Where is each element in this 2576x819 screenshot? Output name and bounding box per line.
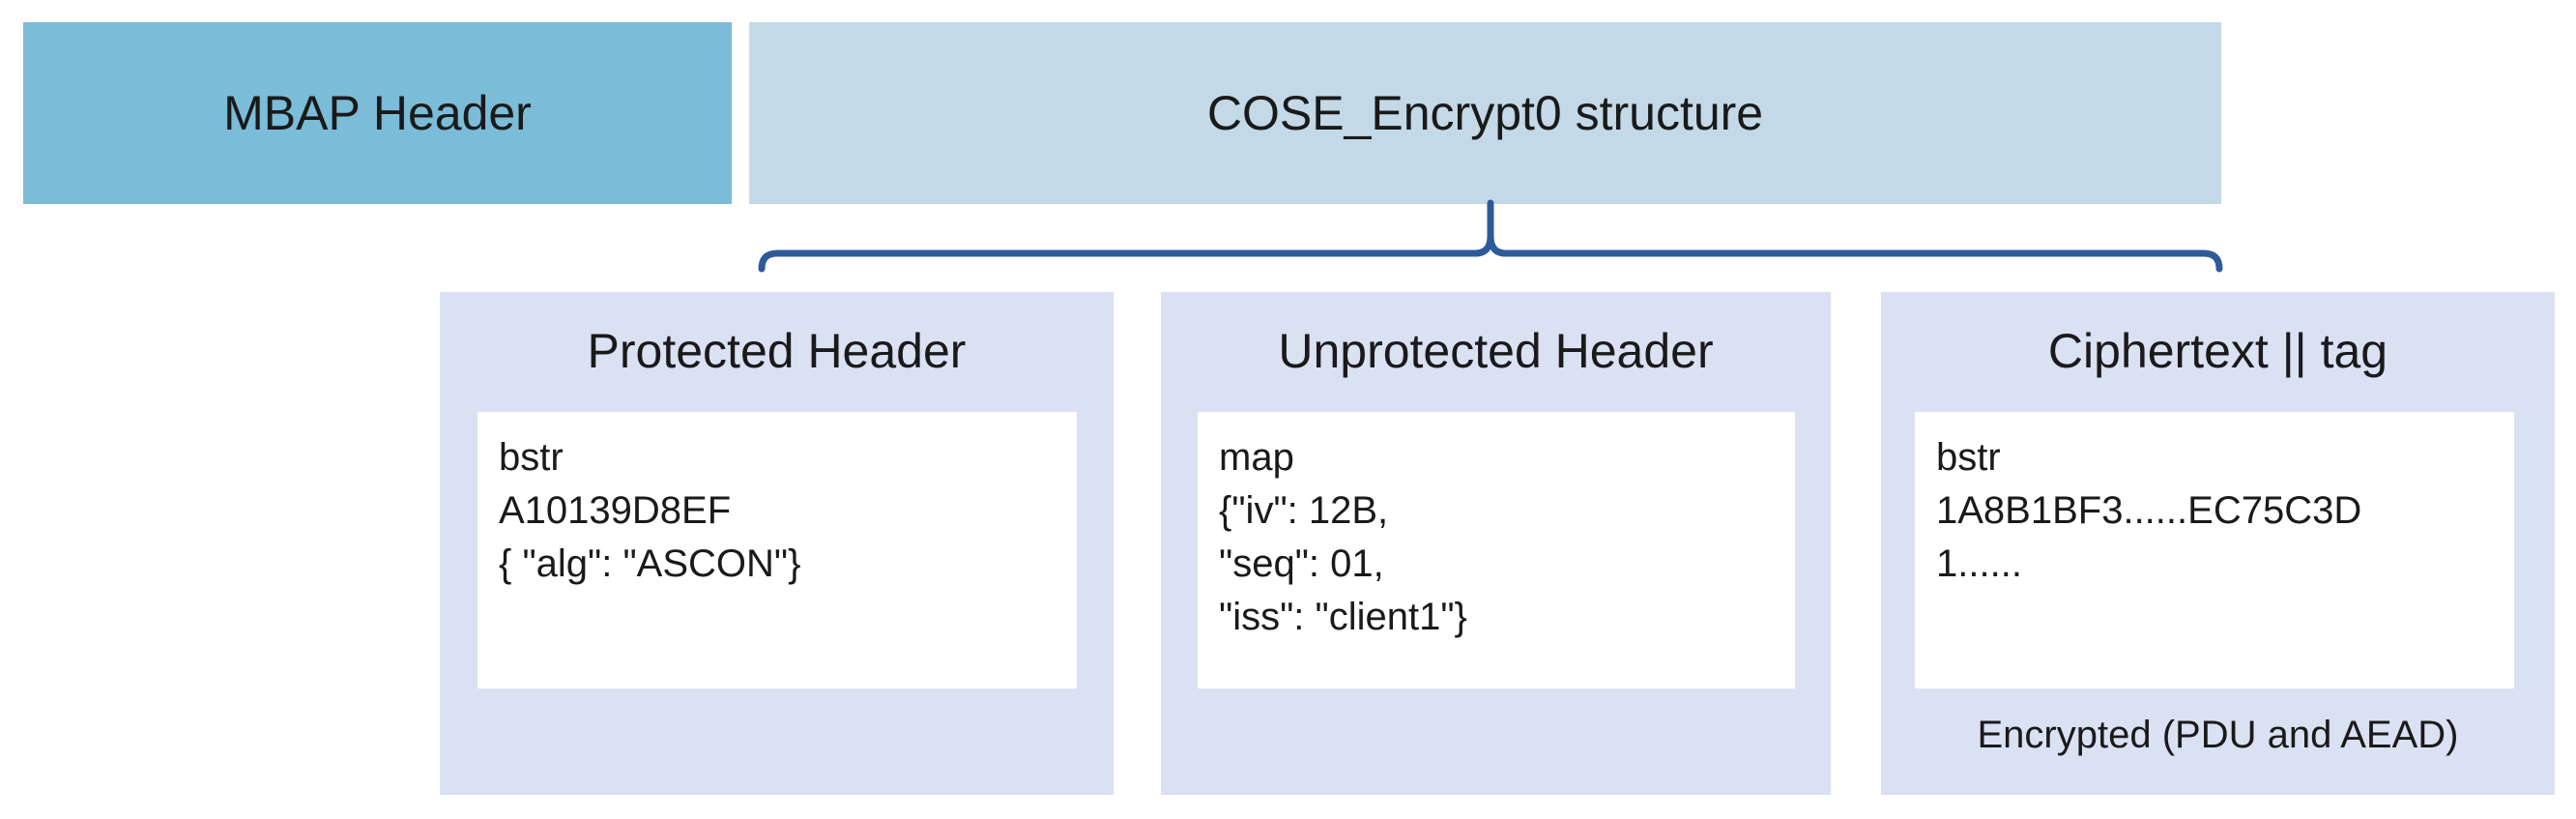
protected-line-hex: A10139D8EF xyxy=(499,489,732,532)
unprotected-line-type: map xyxy=(1219,436,1294,479)
ciphertext-content: bstr 1A8B1BF3......EC75C3D 1...... xyxy=(1915,412,2514,688)
protected-header-content: bstr A10139D8EF { "alg": "ASCON"} xyxy=(478,412,1077,688)
ciphertext-note: Encrypted (PDU and AEAD) xyxy=(1977,714,2459,756)
ciphertext-panel: Ciphertext || tag bstr 1A8B1BF3......EC7… xyxy=(1881,292,2555,795)
protected-line-alg: { "alg": "ASCON"} xyxy=(499,542,801,585)
unprotected-line-seq: "seq": 01, xyxy=(1219,542,1384,585)
unprotected-header-title: Unprotected Header xyxy=(1278,324,1714,378)
ciphertext-line-type: bstr xyxy=(1936,436,2001,479)
protected-header-title: Protected Header xyxy=(587,324,967,378)
unprotected-header-panel: Unprotected Header map {"iv": 12B, "seq"… xyxy=(1161,292,1831,795)
ciphertext-line-hex: 1A8B1BF3......EC75C3D xyxy=(1936,489,2362,532)
unprotected-line-iv: {"iv": 12B, xyxy=(1219,489,1389,532)
mbap-header-label: MBAP Header xyxy=(223,86,532,140)
protected-line-type: bstr xyxy=(499,436,564,479)
unprotected-header-content: map {"iv": 12B, "seq": 01, "iss": "clien… xyxy=(1198,412,1795,688)
unprotected-line-iss: "iss": "client1"} xyxy=(1219,596,1467,638)
cose-encrypt0-label: COSE_Encrypt0 structure xyxy=(1206,86,1764,140)
mbap-header-block: MBAP Header xyxy=(23,22,732,204)
ciphertext-title: Ciphertext || tag xyxy=(2047,324,2388,378)
cose-encrypt0-block: COSE_Encrypt0 structure xyxy=(749,22,2221,204)
protected-header-panel: Protected Header bstr A10139D8EF { "alg"… xyxy=(440,292,1114,795)
ciphertext-line-cont: 1...... xyxy=(1936,542,2022,585)
brace-path xyxy=(758,199,2223,273)
